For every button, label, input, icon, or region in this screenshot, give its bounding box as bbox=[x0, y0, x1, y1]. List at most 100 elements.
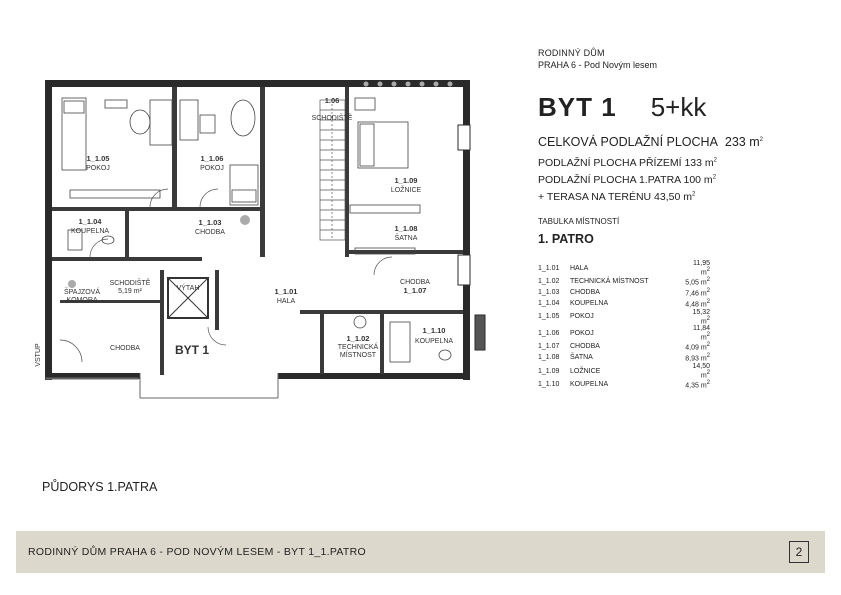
sq-sup: 2 bbox=[706, 287, 710, 294]
entry-label: VSTUP bbox=[35, 343, 42, 367]
inner-walls bbox=[52, 87, 463, 375]
room-area-cell: 15,32 m2 bbox=[682, 309, 710, 325]
room-110-code: 1_1.10 bbox=[423, 326, 446, 335]
room-area-cell-text: 15,32 m bbox=[692, 308, 710, 326]
ground-area: PODLAŽNÍ PLOCHA PŘÍZEMÍ 133 m2 bbox=[538, 157, 828, 169]
room-102-name: TECHNICKÁ bbox=[338, 342, 379, 351]
room-name-cell-text: KOUPELNA bbox=[570, 299, 609, 307]
room-name-cell: TECHNICKÁ MÍSTNOST bbox=[570, 276, 682, 287]
room-code-cell: 1_1.02 bbox=[538, 276, 570, 287]
total-area-label: CELKOVÁ PODLAŽNÍ PLOCHA bbox=[538, 135, 718, 149]
bed-106 bbox=[179, 99, 259, 206]
ground-area-label: PODLAŽNÍ PLOCHA PŘÍZEMÍ bbox=[538, 157, 682, 169]
room-103-name: CHODBA bbox=[195, 229, 225, 236]
windows bbox=[457, 124, 486, 351]
room-area-cell-text: 7,46 m bbox=[685, 290, 707, 298]
room-area-cell: 11,95 m2 bbox=[682, 260, 710, 276]
room-101-name: HALA bbox=[277, 298, 296, 305]
room-name-cell-text: POKOJ bbox=[570, 329, 594, 337]
room-108-code: 1_1.08 bbox=[395, 224, 418, 233]
room-109-name: LOŽNICE bbox=[391, 185, 422, 194]
unit-type: 5+kk bbox=[650, 92, 707, 122]
bed-109 bbox=[349, 97, 421, 255]
plan-title: PŮDORYS 1.PATRA bbox=[42, 480, 158, 494]
room-name-cell-text: ŠATNA bbox=[570, 354, 593, 362]
sq-sup: 2 bbox=[706, 315, 710, 322]
sq-sup: 2 bbox=[759, 136, 763, 143]
room-105-name: POKOJ bbox=[86, 165, 110, 172]
room-101-code: 1_1.01 bbox=[275, 287, 298, 296]
room-name-cell-text: CHODBA bbox=[570, 289, 600, 297]
table-row: 1_1.01 HALA 11,95 m2 bbox=[538, 260, 710, 276]
plan-unit-label: BYT 1 bbox=[175, 343, 209, 357]
bathroom-fixtures bbox=[67, 229, 452, 363]
room-102-name2: MÍSTNOST bbox=[340, 350, 377, 359]
room-102-code: 1_1.02 bbox=[347, 334, 370, 343]
room-name-cell: ŠATNA bbox=[570, 352, 682, 363]
door-swings bbox=[59, 188, 393, 363]
stair2-name: SCHODIŠTĚ bbox=[110, 278, 151, 287]
table-floor: 1. PATRO bbox=[538, 232, 594, 246]
room-name-cell: POKOJ bbox=[570, 325, 682, 341]
room-code-cell: 1_1.03 bbox=[538, 287, 570, 298]
room-code-cell: 1_1.10 bbox=[538, 379, 570, 390]
sq-sup: 2 bbox=[713, 157, 717, 164]
ground-area-value: 133 m bbox=[684, 157, 714, 169]
room-code-cell: 1_1.08 bbox=[538, 352, 570, 363]
lift-name: VÝTAH bbox=[177, 283, 200, 292]
room-code-cell: 1_1.05 bbox=[538, 309, 570, 325]
room-110-name: KOUPELNA bbox=[415, 338, 453, 345]
room-106-name: POKOJ bbox=[200, 165, 224, 172]
plant-pots bbox=[68, 81, 453, 288]
pantry-name2: KOMORA bbox=[66, 297, 97, 304]
room-code-cell: 1_1.06 bbox=[538, 325, 570, 341]
room-code-cell: 1_1.07 bbox=[538, 341, 570, 352]
room-area-cell: 4,35 m2 bbox=[682, 379, 710, 390]
room-code-cell-text: 1_1.09 bbox=[538, 367, 560, 375]
room-code-cell-text: 1_1.01 bbox=[538, 264, 560, 272]
terrace-area-label: + TERASA NA TERÉNU bbox=[538, 191, 652, 203]
room-105-code: 1_1.05 bbox=[87, 154, 110, 163]
room-code-cell-text: 1_1.06 bbox=[538, 329, 560, 337]
room-107-code: 1_1.07 bbox=[404, 286, 427, 295]
first-area: PODLAŽNÍ PLOCHA 1.PATRA 100 m2 bbox=[538, 174, 828, 186]
room-code-cell-text: 1_1.02 bbox=[538, 278, 560, 286]
room-area-cell: 14,50 m2 bbox=[682, 363, 710, 379]
sq-sup: 2 bbox=[692, 191, 696, 198]
corridor-name: CHODBA bbox=[110, 345, 140, 352]
room-107-name: CHODBA bbox=[400, 279, 430, 286]
room-area-cell-text: 5,05 m bbox=[685, 279, 707, 287]
room-code-cell-text: 1_1.10 bbox=[538, 381, 560, 389]
room-code-cell-text: 1_1.05 bbox=[538, 313, 560, 321]
room-area-cell-text: 4,35 m bbox=[685, 382, 707, 390]
room-area-cell-text: 11,95 m bbox=[693, 260, 710, 277]
sq-sup: 2 bbox=[706, 267, 710, 273]
stair-name: SCHODIŠTĚ bbox=[312, 113, 353, 122]
room-name-cell: KOUPELNA bbox=[570, 298, 682, 309]
room-area-cell-text: 14,50 m bbox=[692, 362, 710, 380]
outer-walls bbox=[45, 80, 470, 380]
terrace-outline bbox=[45, 373, 279, 399]
room-code-cell: 1_1.09 bbox=[538, 363, 570, 379]
room-name-cell: CHODBA bbox=[570, 287, 682, 298]
room-name-cell: LOŽNICE bbox=[570, 363, 682, 379]
room-108-name: ŠATNA bbox=[395, 233, 418, 242]
project-location: PRAHA 6 - Pod Novým lesem bbox=[538, 60, 658, 70]
room-name-cell-text: HALA bbox=[570, 264, 589, 272]
room-area-cell: 11,84 m2 bbox=[682, 325, 710, 341]
room-name-cell-text: KOUPELNA bbox=[570, 381, 609, 389]
room-103-code: 1_1.03 bbox=[199, 218, 222, 227]
room-area-cell-text: 4,48 m bbox=[685, 300, 707, 308]
sq-sup: 2 bbox=[706, 342, 710, 349]
sq-sup: 2 bbox=[706, 380, 710, 387]
floor-plan: 1_1.05 POKOJ 1_1.06 POKOJ 1_1.04 KOUPELN… bbox=[35, 80, 486, 399]
room-area-cell-text: 11,84 m bbox=[693, 325, 710, 342]
room-area-cell-text: 8,93 m bbox=[685, 355, 707, 363]
table-heading: TABULKA MÍSTNOSTÍ bbox=[538, 217, 620, 226]
stair2-area: 5,19 m² bbox=[118, 288, 142, 295]
